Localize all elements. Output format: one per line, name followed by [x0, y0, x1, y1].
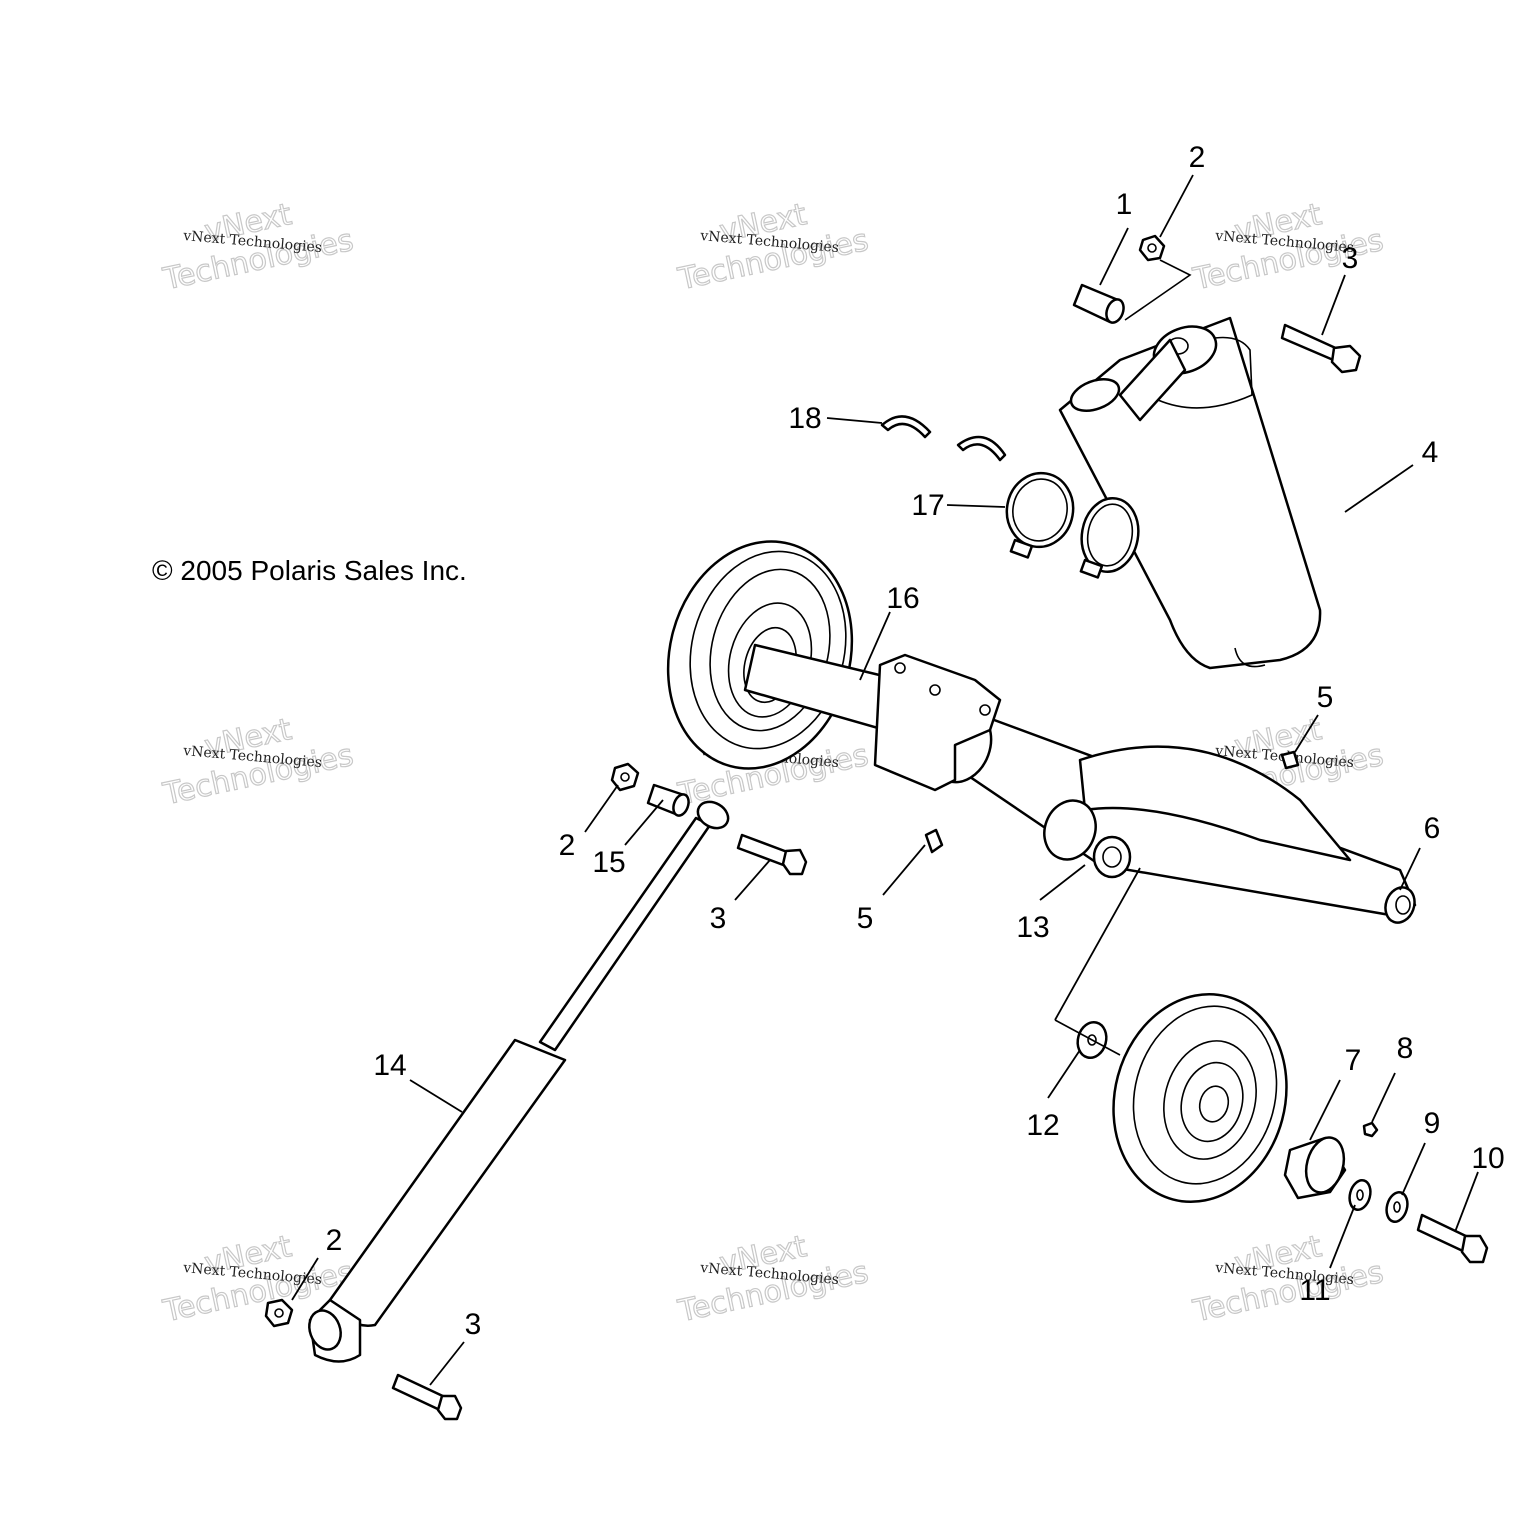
- bolt-10: [1416, 1213, 1489, 1264]
- callout-3: 3: [465, 1308, 482, 1341]
- callout-2: 2: [559, 829, 576, 862]
- callout-7: 7: [1345, 1044, 1362, 1077]
- callout-3: 3: [710, 902, 727, 935]
- nut-top: [1138, 234, 1166, 262]
- callout-14: 14: [373, 1049, 406, 1082]
- mount-bracket: [873, 653, 1002, 792]
- washer-11: [1348, 1179, 1372, 1211]
- callout-3: 3: [1342, 242, 1359, 275]
- bolt-top: [1280, 323, 1362, 374]
- callout-11: 11: [1299, 1274, 1330, 1307]
- idler-wheel-small: [1112, 992, 1288, 1204]
- nut-bottom: [264, 1298, 294, 1328]
- bolt-mid: [736, 833, 808, 876]
- callout-13: 13: [1016, 911, 1049, 944]
- nut-mid: [610, 762, 640, 792]
- callout-17: 17: [911, 489, 944, 522]
- callout-2: 2: [326, 1224, 343, 1257]
- bearing-7: [1283, 1136, 1347, 1200]
- callout-2: 2: [1189, 141, 1206, 174]
- callout-12: 12: [1026, 1109, 1059, 1142]
- callout-10: 10: [1471, 1142, 1504, 1175]
- spacer-top: [1072, 283, 1125, 324]
- copyright-notice: © 2005 Polaris Sales Inc.: [152, 555, 467, 586]
- callout-1: 1: [1116, 188, 1133, 221]
- callout-5: 5: [857, 902, 874, 935]
- callout-labels: 1 2 3 4 2 3 2 3 5 5 6 7 8 9 10 11 12 13 …: [326, 141, 1505, 1341]
- spacer-mid: [646, 783, 690, 817]
- leader-lines: [291, 174, 1479, 1386]
- nut-8: [1362, 1121, 1379, 1138]
- grease-fitting-right: [1280, 750, 1300, 770]
- callout-15: 15: [592, 846, 625, 879]
- callout-8: 8: [1397, 1032, 1414, 1065]
- hose-clamp-pair: [1005, 471, 1140, 579]
- callout-16: 16: [886, 582, 919, 615]
- washer-9: [1385, 1191, 1409, 1223]
- callout-5: 5: [1317, 681, 1334, 714]
- callout-18: 18: [788, 402, 821, 435]
- shock-absorber-body: [1058, 316, 1322, 670]
- callout-9: 9: [1424, 1107, 1441, 1140]
- snap-ring-pair: [880, 415, 1007, 462]
- shock-absorber-small: [308, 800, 730, 1363]
- callout-4: 4: [1422, 436, 1439, 469]
- grease-fitting-left: [924, 828, 944, 854]
- bolt-bottom: [391, 1373, 463, 1421]
- callout-6: 6: [1424, 812, 1441, 845]
